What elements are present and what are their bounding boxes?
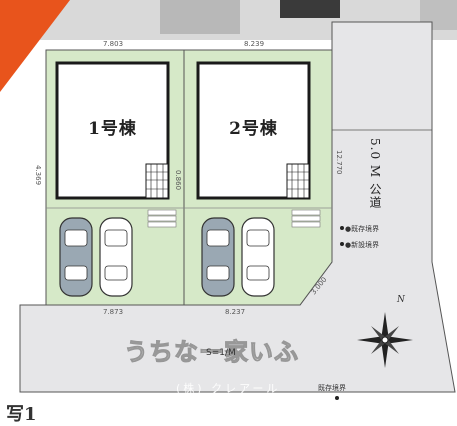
- scale-label: S=1/M: [206, 348, 236, 358]
- dim-lot1-top: 7.803: [103, 40, 124, 48]
- car: [99, 217, 133, 297]
- boundary-dot: [340, 242, 344, 246]
- dim-lot1-bottom: 7.873: [103, 308, 124, 316]
- watermark-logo: うちなー家いふ: [124, 338, 299, 367]
- legend-new-boundary: ●新設境界: [345, 241, 380, 249]
- dim-lot2-side: 0.860: [174, 170, 182, 191]
- car: [59, 217, 93, 297]
- dim-lot2-top: 8.239: [244, 40, 265, 48]
- stair-1-grid: [146, 164, 168, 198]
- caption-fragment: 写1: [6, 404, 37, 425]
- boundary-dot: [340, 226, 344, 230]
- lot-2-label-box: 2号棟: [198, 114, 309, 139]
- compass-north-label: N: [397, 295, 405, 305]
- photo-building: [160, 0, 240, 34]
- watermark-company: (株) クレアール: [176, 382, 281, 395]
- stair-2-grid: [287, 164, 309, 198]
- existing-marker-label: 既存境界: [318, 384, 346, 392]
- dim-lot2-bottom: 8.237: [225, 308, 246, 316]
- entry-steps-1: [147, 209, 177, 228]
- car: [241, 217, 275, 297]
- road-width-label: 5.0 M 公道: [368, 138, 382, 209]
- lot-1-label-box: 1号棟: [57, 114, 168, 139]
- lot-1-label: 1号棟: [88, 119, 137, 139]
- lot-2-label: 2号棟: [229, 119, 278, 139]
- car: [201, 217, 235, 297]
- dim-road-side: 12.770: [335, 150, 343, 175]
- parking-cars: [59, 217, 275, 297]
- photo-car: [280, 0, 340, 18]
- compass-icon: [357, 312, 413, 368]
- legend-existing-boundary: ●既存境界: [345, 225, 380, 233]
- boundary-dot: [335, 396, 339, 400]
- corner-ribbon: [0, 0, 70, 92]
- dim-lot1-side: 4.369: [34, 165, 42, 186]
- entry-steps-2: [291, 209, 321, 228]
